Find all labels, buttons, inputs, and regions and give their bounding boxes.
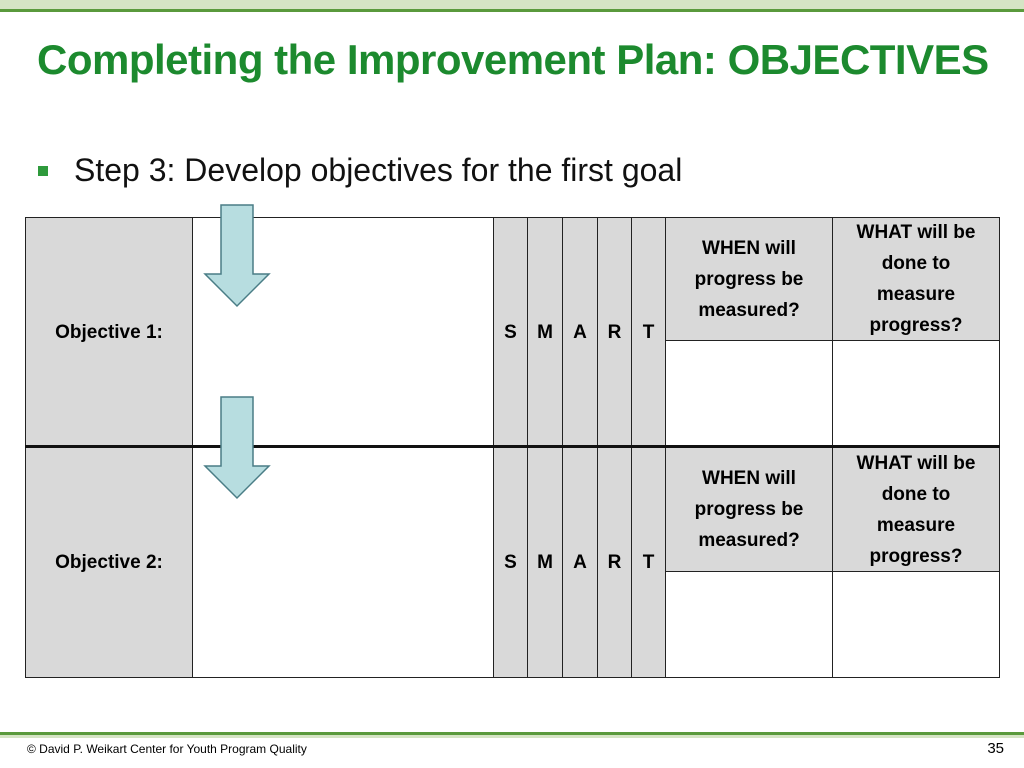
objective-1-what-entry[interactable] <box>832 340 1000 447</box>
smart-letter: A <box>573 321 587 343</box>
square-bullet-icon <box>38 166 48 176</box>
top-decorative-band <box>0 0 1024 9</box>
top-rule <box>0 9 1024 12</box>
objective-1-smart-s: S <box>493 217 528 447</box>
objective-2-smart-a: A <box>562 447 598 678</box>
objective-2-what-entry[interactable] <box>832 571 1000 678</box>
objective-2-smart-t: T <box>631 447 666 678</box>
smart-letter: T <box>642 552 655 573</box>
smart-letter: R <box>607 321 622 343</box>
page-number: 35 <box>987 740 1004 757</box>
down-arrow-icon <box>203 396 271 500</box>
smart-letter: T <box>642 321 655 343</box>
objective-1-smart-a: A <box>562 217 598 447</box>
down-arrow-icon <box>203 204 271 308</box>
objective-2-smart-r: R <box>597 447 632 678</box>
smart-letter: M <box>537 321 553 343</box>
bullet-item: Step 3: Develop objectives for the first… <box>38 148 682 192</box>
objective-1-what-header: WHAT will be done to measure progress? <box>832 217 1000 341</box>
objective-1-smart-r: R <box>597 217 632 447</box>
objective-2-label: Objective 2: <box>55 552 163 573</box>
objective-1-when-header: WHEN will progress be measured? <box>665 217 833 341</box>
objective-2-smart-m: M <box>527 447 563 678</box>
smart-letter: S <box>504 321 517 343</box>
objective-1-smart-m: M <box>527 217 563 447</box>
bottom-rule <box>0 732 1024 735</box>
objective-1-smart-t: T <box>631 217 666 447</box>
smart-letter: M <box>537 552 553 573</box>
bullet-text: Step 3: Develop objectives for the first… <box>74 152 683 188</box>
smart-letter: A <box>573 552 587 573</box>
smart-letter: S <box>504 552 517 573</box>
row-separator <box>25 445 1000 448</box>
objective-2-when-entry[interactable] <box>665 571 833 678</box>
objective-2-what-header: WHAT will be done to measure progress? <box>832 447 1000 572</box>
what-header-text: WHAT will be done to measure progress? <box>856 452 976 567</box>
when-header-text: WHEN will progress be measured? <box>694 237 804 321</box>
objective-1-when-entry[interactable] <box>665 340 833 447</box>
objective-1-label-cell: Objective 1: <box>25 217 193 447</box>
footer-copyright: © David P. Weikart Center for Youth Prog… <box>27 742 307 756</box>
what-header-text: WHAT will be done to measure progress? <box>856 222 976 336</box>
objective-2-when-header: WHEN will progress be measured? <box>665 447 833 572</box>
objective-2-smart-s: S <box>493 447 528 678</box>
when-header-text: WHEN will progress be measured? <box>694 468 804 551</box>
page-title: Completing the Improvement Plan: OBJECTI… <box>37 36 989 83</box>
smart-letter: R <box>607 552 622 573</box>
objective-1-label: Objective 1: <box>55 321 163 343</box>
bottom-decorative-band <box>0 735 1024 738</box>
objective-2-label-cell: Objective 2: <box>25 447 193 678</box>
